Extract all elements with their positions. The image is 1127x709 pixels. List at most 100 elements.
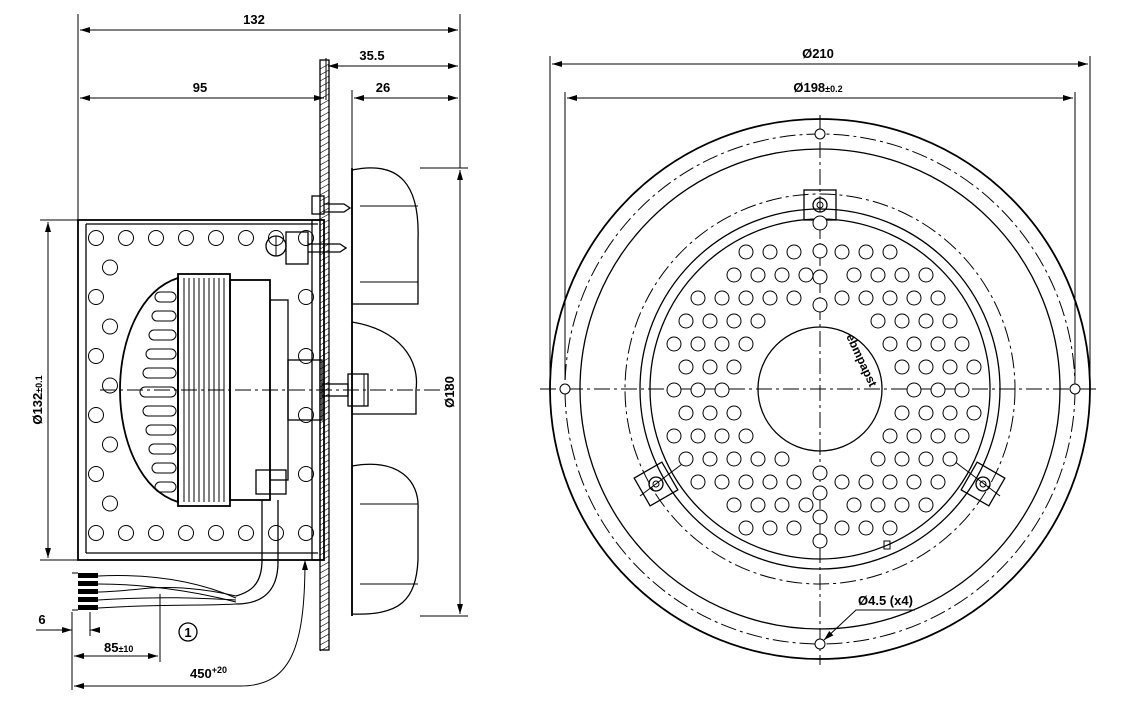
front-perf-hole bbox=[882, 520, 898, 536]
perf-hole bbox=[88, 466, 104, 482]
dim-95-label: 95 bbox=[193, 80, 207, 95]
dimension-overall-length: 132 bbox=[77, 12, 461, 222]
front-perf-hole bbox=[894, 451, 910, 467]
front-perf-hole bbox=[738, 290, 754, 306]
front-perf-hole bbox=[942, 405, 958, 421]
motor-brackets bbox=[633, 189, 1006, 550]
rotor-fin bbox=[142, 405, 177, 417]
perf-hole bbox=[208, 525, 224, 541]
front-perf-hole bbox=[774, 451, 790, 467]
mounting-screw-top bbox=[265, 195, 352, 265]
svg-text:1: 1 bbox=[184, 625, 191, 640]
front-perf-hole bbox=[846, 497, 862, 513]
perf-hole bbox=[148, 230, 164, 246]
front-perf-hole bbox=[882, 474, 898, 490]
front-perf-hole bbox=[834, 290, 850, 306]
front-perf-hole bbox=[786, 290, 802, 306]
front-perf-hole bbox=[812, 465, 828, 481]
front-perf-hole bbox=[834, 474, 850, 490]
front-perf-hole bbox=[930, 428, 946, 444]
front-perf-hole bbox=[726, 359, 742, 375]
front-perf-hole bbox=[798, 267, 814, 283]
rotor-fin bbox=[148, 443, 177, 455]
perf-hole bbox=[88, 230, 104, 246]
rotor-fin bbox=[142, 367, 177, 379]
front-perf-hole bbox=[726, 267, 742, 283]
perf-hole bbox=[118, 230, 134, 246]
perf-hole bbox=[118, 525, 134, 541]
dim-132-diameter-label: Ø132±0.1 bbox=[30, 375, 45, 424]
front-perf-hole bbox=[812, 297, 828, 313]
perf-hole bbox=[88, 289, 104, 305]
front-perf-hole bbox=[678, 451, 694, 467]
dimension-motor-diameter: Ø132±0.1 bbox=[30, 219, 92, 561]
perf-hole bbox=[178, 230, 194, 246]
front-perf-hole bbox=[812, 215, 828, 231]
dim-210-label: Ø210 bbox=[802, 46, 834, 61]
front-perf-hole bbox=[954, 428, 970, 444]
front-perf-hole bbox=[930, 382, 946, 398]
impeller bbox=[351, 167, 419, 616]
dim-6-label: 6 bbox=[38, 612, 45, 627]
front-perf-hole bbox=[906, 382, 922, 398]
front-perf-hole bbox=[834, 520, 850, 536]
rotor-fin bbox=[148, 329, 177, 341]
front-perf-hole bbox=[690, 474, 706, 490]
front-perf-hole bbox=[918, 267, 934, 283]
front-perf-hole bbox=[942, 451, 958, 467]
front-perf-hole bbox=[894, 313, 910, 329]
rotor-fin bbox=[151, 462, 177, 474]
dimension-wire-lead: 85±10 bbox=[74, 594, 161, 662]
mounting-plate bbox=[311, 59, 330, 652]
dim-26-label: 26 bbox=[376, 80, 390, 95]
front-perf-hole bbox=[942, 359, 958, 375]
perf-hole bbox=[178, 525, 194, 541]
front-view: Ø210 Ø198±0.2 bbox=[540, 46, 1100, 665]
front-perf-hole bbox=[726, 451, 742, 467]
front-perf-hole bbox=[882, 428, 898, 444]
mount-hole-bottom bbox=[814, 638, 826, 650]
front-perf-hole bbox=[738, 520, 754, 536]
dimension-mount-holes: Ø4.5 (x4) bbox=[823, 593, 915, 641]
front-perf-hole bbox=[702, 451, 718, 467]
front-perf-hole bbox=[750, 451, 766, 467]
perf-hole bbox=[102, 318, 118, 335]
front-perf-hole bbox=[894, 267, 910, 283]
dim-198-label: Ø198±0.2 bbox=[793, 80, 842, 95]
front-perf-hole bbox=[762, 290, 778, 306]
perf-hole bbox=[102, 436, 118, 453]
front-perf-hole bbox=[798, 497, 814, 513]
front-perf-hole bbox=[954, 336, 970, 352]
front-perf-hole bbox=[930, 290, 946, 306]
front-perf-hole bbox=[750, 497, 766, 513]
mounting-holes bbox=[559, 128, 1081, 650]
front-perf-hole bbox=[930, 474, 946, 490]
dimension-motor-length: 95 bbox=[80, 80, 324, 101]
front-perf-hole bbox=[786, 520, 802, 536]
dimension-outer-diameter: Ø210 bbox=[549, 46, 1091, 380]
cable bbox=[72, 500, 279, 611]
perf-hole bbox=[238, 525, 254, 541]
front-perf-hole bbox=[666, 336, 682, 352]
perf-hole bbox=[102, 259, 118, 276]
front-perf-hole bbox=[954, 382, 970, 398]
front-perf-hole bbox=[930, 336, 946, 352]
front-perf-hole bbox=[812, 269, 828, 285]
front-perf-hole bbox=[870, 267, 886, 283]
front-perf-hole bbox=[738, 474, 754, 490]
dim-35-5-label: 35.5 bbox=[359, 48, 384, 63]
front-perf-hole bbox=[678, 359, 694, 375]
front-perf-hole bbox=[714, 474, 730, 490]
front-perf-hole bbox=[714, 336, 730, 352]
front-perf-hole bbox=[690, 382, 706, 398]
front-perf-hole bbox=[882, 336, 898, 352]
front-perf-hole bbox=[834, 244, 850, 260]
front-perf-hole bbox=[762, 520, 778, 536]
front-perf-hole bbox=[690, 336, 706, 352]
dimension-bolt-circle: Ø198±0.2 bbox=[564, 80, 1076, 380]
front-perf-hole bbox=[786, 244, 802, 260]
perf-hole bbox=[298, 407, 314, 423]
dimension-impeller-diameter: Ø180 bbox=[420, 167, 468, 617]
perf-hole bbox=[88, 348, 104, 364]
front-perf-hole bbox=[762, 244, 778, 260]
